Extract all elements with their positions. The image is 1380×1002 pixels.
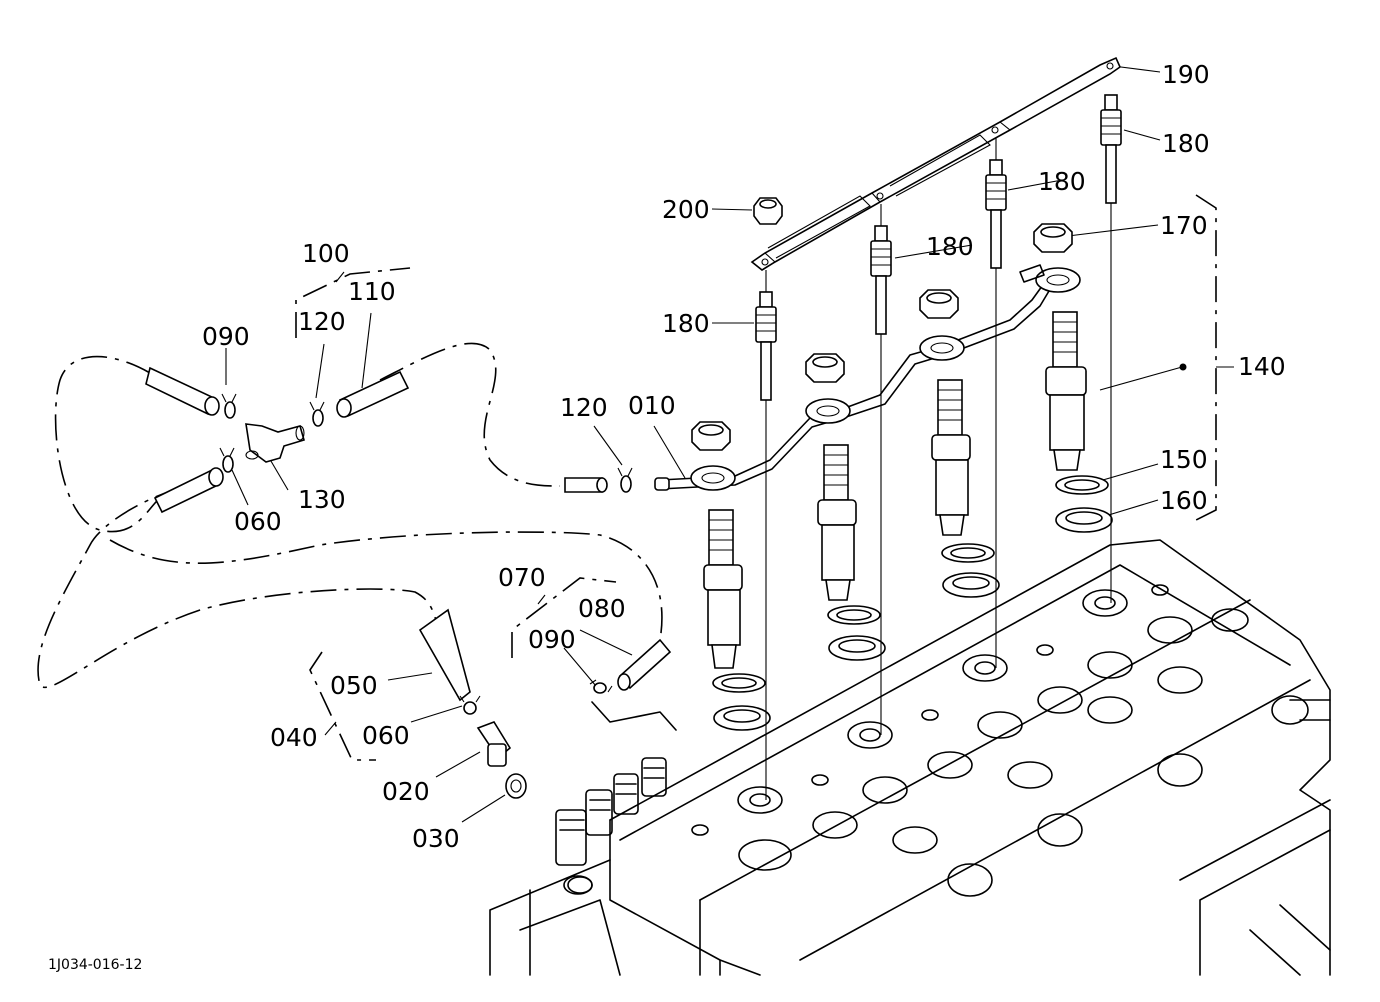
glow-plugs-180 [755, 94, 1122, 401]
callout-120-upper: 120 [298, 307, 346, 336]
leader-dot [1179, 363, 1187, 371]
bracket-tick-040 [324, 721, 337, 736]
leader-lines [225, 65, 1183, 823]
callout-180-front: 180 [662, 309, 710, 338]
callout-120-lower: 120 [560, 393, 608, 422]
callout-100: 100 [302, 239, 350, 268]
hose-parts [145, 366, 677, 799]
nuts-170 [691, 223, 1073, 451]
group-brackets [295, 194, 1217, 761]
hose-routing [37, 342, 663, 689]
callout-labels: 190 180 180 200 170 180 100 110 180 120 … [202, 60, 1286, 853]
callout-060-upper: 060 [234, 507, 282, 536]
nut-200 [753, 197, 783, 225]
callout-190: 190 [1162, 60, 1210, 89]
bracket-tick-100 [335, 271, 345, 283]
injectors-140 [703, 311, 1087, 669]
seals-160 [713, 507, 1113, 731]
callout-090-lower: 090 [528, 625, 576, 654]
bracket-tick-070 [537, 594, 546, 605]
callout-180-third: 180 [1038, 167, 1086, 196]
callout-180-second: 180 [926, 232, 974, 261]
bus-bar-190 [750, 56, 1121, 271]
callout-070: 070 [498, 563, 546, 592]
callout-140: 140 [1238, 352, 1286, 381]
callout-020: 020 [382, 777, 430, 806]
drawing-id: 1J034-016-12 [48, 957, 142, 973]
callout-150: 150 [1160, 445, 1208, 474]
callout-040: 040 [270, 723, 318, 752]
washers-150 [712, 475, 1109, 693]
callout-200: 200 [662, 195, 710, 224]
callout-060-lower: 060 [362, 721, 410, 750]
cylinder-head [489, 539, 1331, 976]
callout-010: 010 [628, 391, 676, 420]
callout-090-upper: 090 [202, 322, 250, 351]
leak-off-pipe [654, 264, 1081, 491]
callout-160: 160 [1160, 486, 1208, 515]
callout-170: 170 [1160, 211, 1208, 240]
callout-050: 050 [330, 671, 378, 700]
callout-110: 110 [348, 277, 396, 306]
callout-180-rear: 180 [1162, 129, 1210, 158]
callout-130: 130 [298, 485, 346, 514]
callout-030: 030 [412, 824, 460, 853]
projection-lines [765, 138, 1112, 800]
callout-080: 080 [578, 594, 626, 623]
